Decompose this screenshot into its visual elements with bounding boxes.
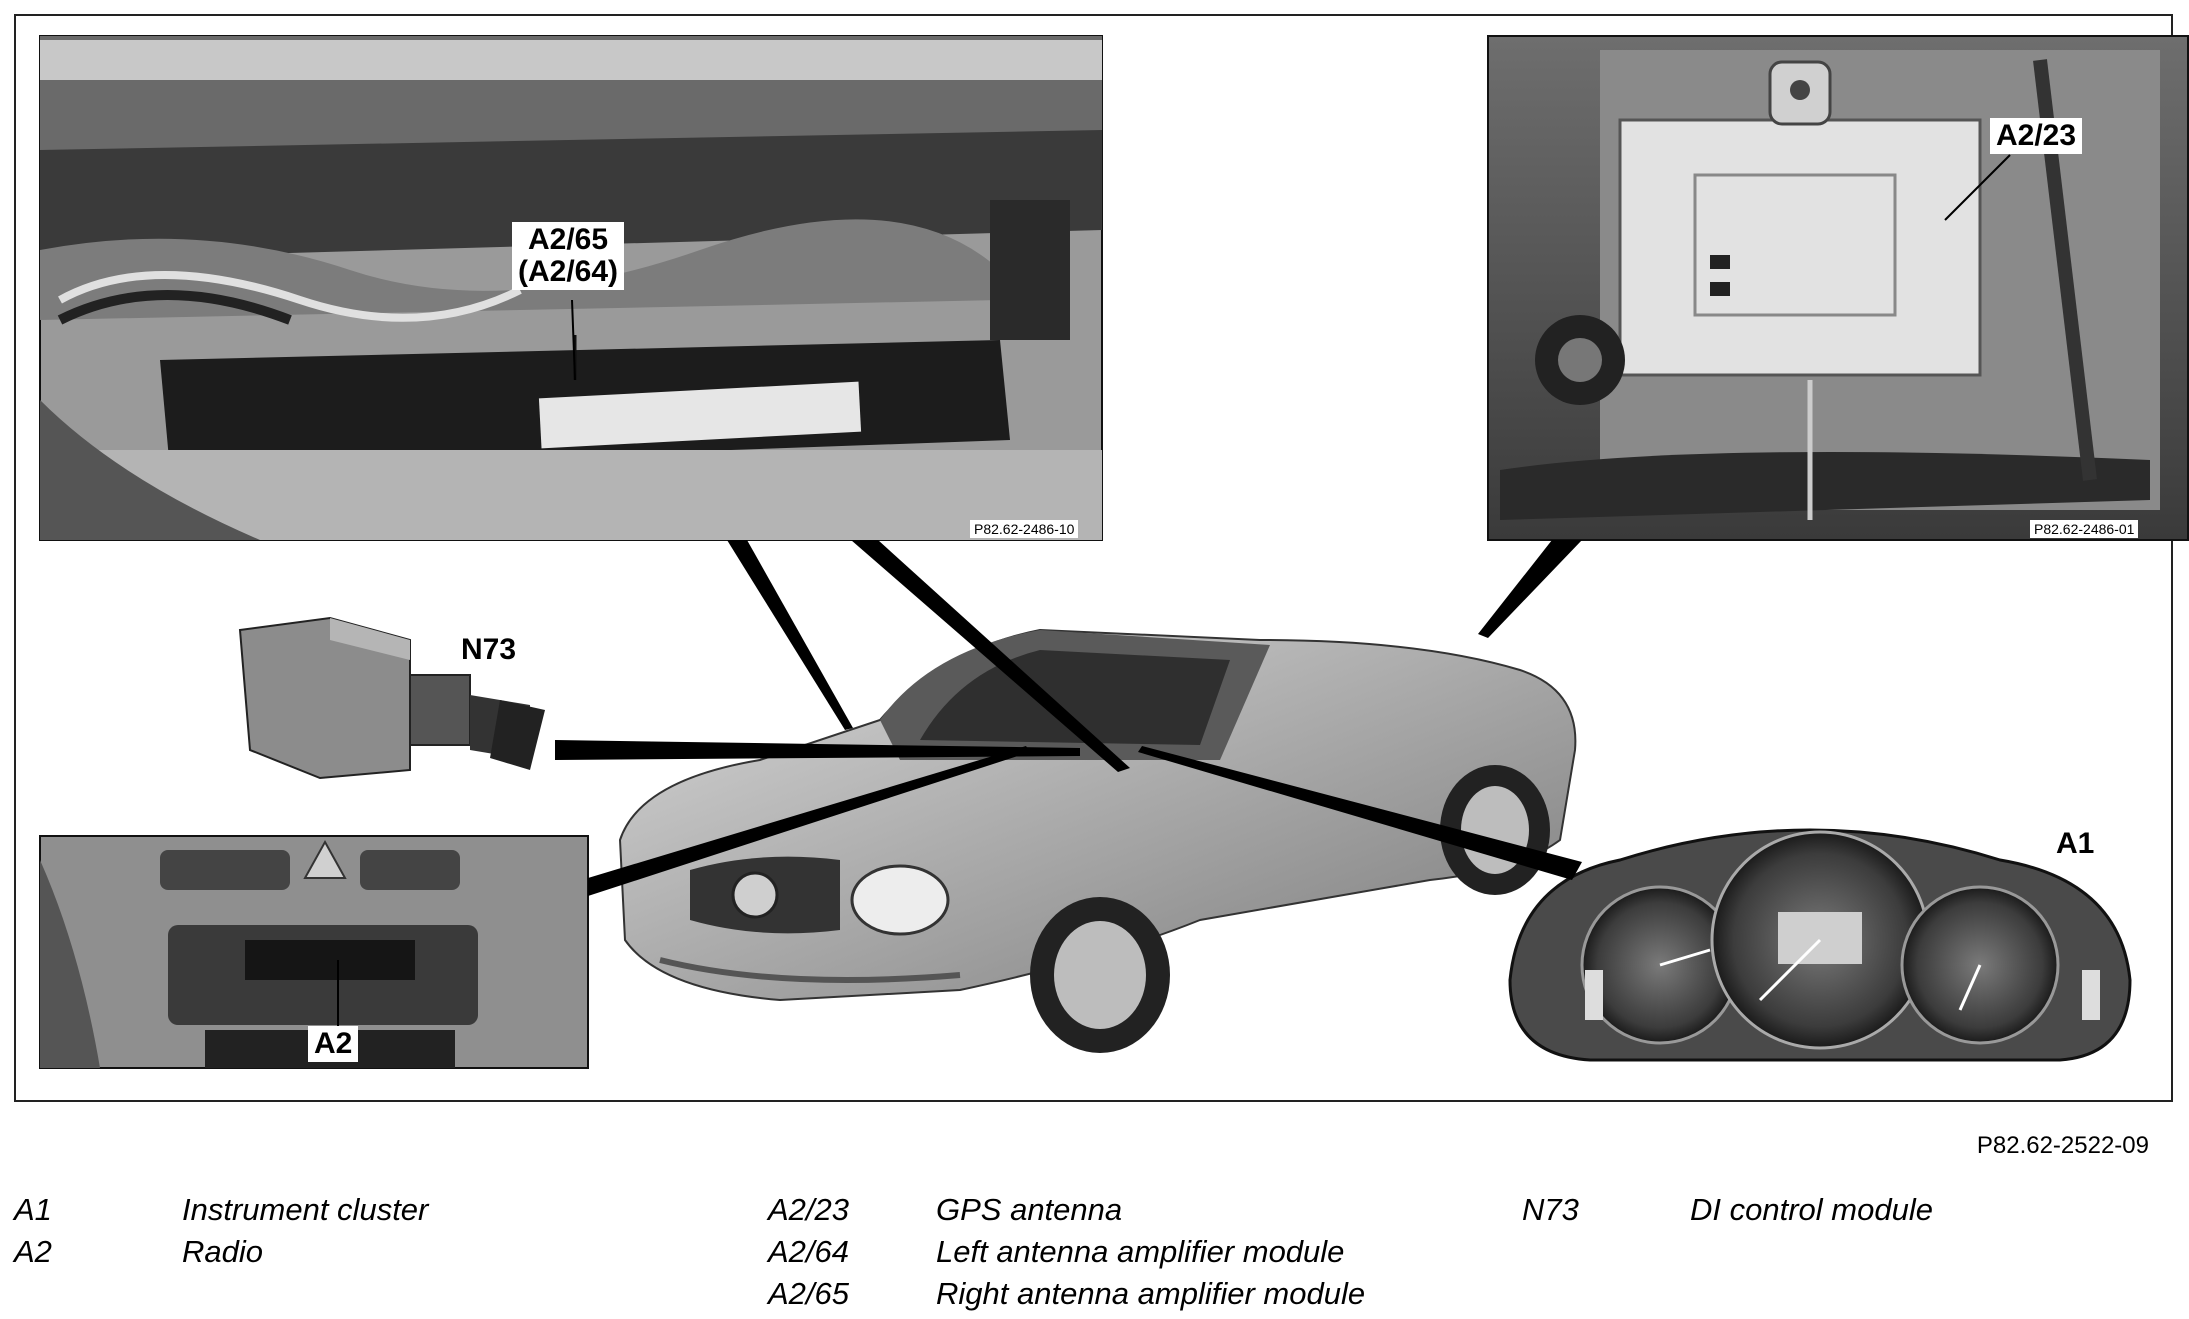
callout-a2-64-text: (A2/64)	[518, 255, 619, 288]
photo-gps-module	[1487, 35, 2189, 541]
callout-a2-23: A2/23	[1990, 118, 2083, 154]
callout-a2-65: A2/65 (A2/64)	[512, 222, 625, 290]
diagram-frame	[14, 14, 2173, 1102]
photo-code-gps-module: P82.62-2486-01	[2030, 520, 2139, 538]
photo-roof-bar	[39, 35, 1103, 541]
legend-code: A2/23	[768, 1192, 850, 1227]
leader-lines	[337, 154, 2011, 1026]
legend-code: A2/64	[768, 1234, 850, 1269]
legend-desc: Right antenna amplifier module	[936, 1276, 1366, 1311]
callout-n73: N73	[461, 633, 517, 666]
callout-a2: A2	[308, 1026, 359, 1062]
instrument-cluster-drawing	[1508, 828, 2132, 1062]
legend-desc: DI control module	[1690, 1192, 1933, 1227]
n73-module-drawing	[238, 616, 545, 780]
callout-a2-65-text: A2/65	[527, 223, 609, 256]
legend-code: A2/65	[768, 1276, 850, 1311]
legend-code: A1	[14, 1192, 52, 1227]
photo-code-roof-bar: P82.62-2486-10	[970, 520, 1079, 538]
legend-code: N73	[1522, 1192, 1579, 1227]
legend-code: A2	[14, 1234, 52, 1269]
car-drawing	[618, 628, 1577, 1053]
legend-desc: Instrument cluster	[182, 1192, 429, 1227]
callout-a1: A1	[2056, 827, 2095, 860]
legend-desc: Radio	[182, 1234, 263, 1269]
legend-desc: Left antenna amplifier module	[936, 1234, 1345, 1269]
diagram-code: P82.62-2522-09	[1976, 1132, 2149, 1159]
legend-desc: GPS antenna	[936, 1192, 1123, 1227]
